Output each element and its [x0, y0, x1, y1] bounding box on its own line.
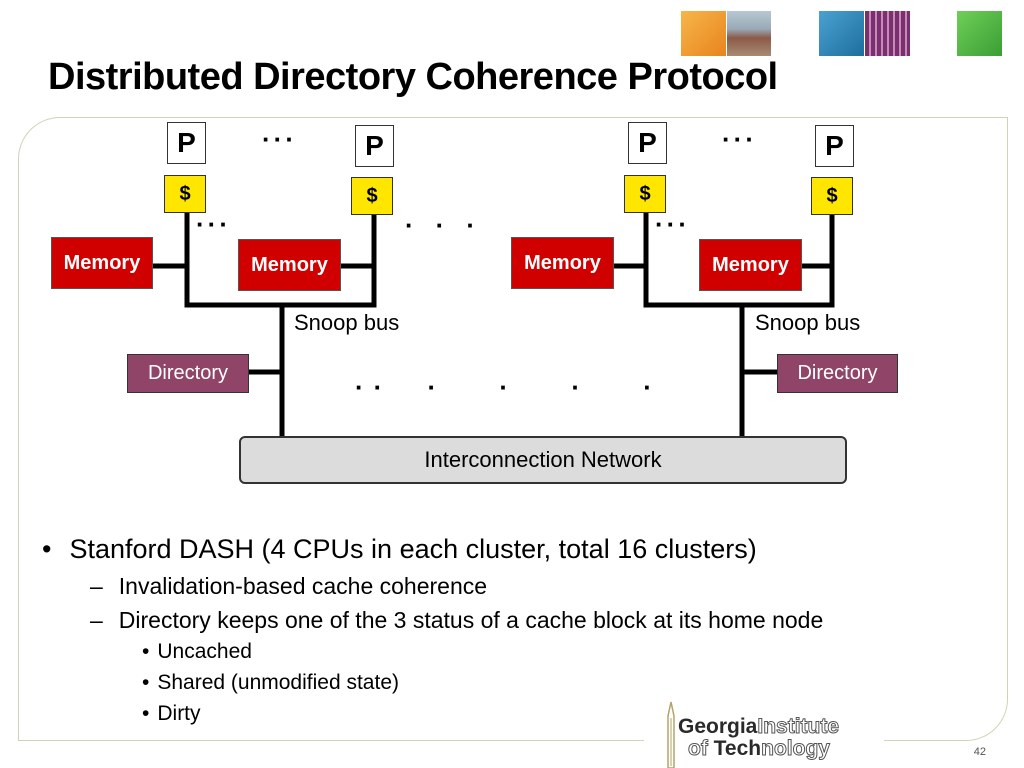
memory-box: Memory: [238, 239, 341, 291]
ellipsis-dots: ···: [722, 124, 757, 154]
cache-box: $: [351, 177, 393, 215]
processor-box: P: [167, 122, 206, 164]
orange-tile: [681, 11, 726, 56]
directory-box: Directory: [777, 354, 898, 393]
blue-tile: [819, 11, 864, 56]
bullet-marker: •: [42, 534, 52, 564]
snoop-bus-label: Snoop bus: [294, 310, 400, 335]
sub-bullet-item: –Invalidation-based cache coherence: [90, 573, 487, 600]
ellipsis-dots: ···: [196, 209, 231, 239]
bullet-marker: •: [142, 640, 150, 663]
logo-word: nology: [761, 737, 831, 760]
bullet-text: Directory keeps one of the 3 status of a…: [118, 607, 824, 633]
cache-box: $: [624, 175, 666, 213]
bullet-text: Dirty: [157, 702, 201, 725]
logo-line-2: of Technology: [688, 737, 831, 760]
logo-word: of: [688, 737, 714, 760]
sub-sub-bullet-item: • Uncached: [142, 640, 252, 664]
green-tile: [957, 11, 1002, 56]
georgia-tech-logo: GeorgiaInstitute of Technology: [644, 700, 884, 768]
logo-line-1: GeorgiaInstitute: [678, 715, 840, 738]
cache-box: $: [811, 177, 853, 215]
dash-marker: –: [90, 573, 103, 599]
logo-word: Tech: [713, 737, 762, 760]
ellipsis-dots: ···: [405, 210, 497, 240]
snoop-bus-label: Snoop bus: [755, 310, 861, 335]
memory-box: Memory: [511, 237, 614, 289]
sub-sub-bullet-item: • Shared (unmodified state): [142, 671, 399, 695]
ellipsis-dots: ···: [262, 124, 297, 154]
ellipsis-dots: ·· · · · ·: [355, 372, 680, 402]
slide-title: Distributed Directory Coherence Protocol: [48, 56, 778, 98]
cache-box: $: [164, 175, 206, 213]
photo-tile: [727, 11, 771, 56]
bullet-marker: •: [142, 671, 150, 694]
interconnection-network: Interconnection Network: [239, 436, 847, 484]
circuit-tile: [865, 11, 910, 56]
processor-box: P: [355, 125, 394, 167]
memory-box: Memory: [51, 237, 153, 289]
sub-sub-bullet-item: • Dirty: [142, 702, 201, 726]
sub-bullet-item: –Directory keeps one of the 3 status of …: [90, 607, 823, 634]
logo-word: Georgia: [678, 715, 758, 738]
page-number: 42: [973, 746, 986, 758]
bullet-text: Uncached: [157, 640, 252, 663]
memory-box: Memory: [699, 239, 802, 291]
bullet-text: Shared (unmodified state): [157, 671, 399, 694]
bullet-item: • Stanford DASH (4 CPUs in each cluster, …: [42, 534, 757, 565]
tower-icon: [667, 701, 675, 768]
processor-box: P: [628, 122, 667, 164]
logo-word: Institute: [757, 715, 840, 738]
processor-box: P: [815, 125, 854, 167]
bullet-marker: •: [142, 702, 150, 725]
directory-box: Directory: [127, 354, 249, 393]
bullet-text: Invalidation-based cache coherence: [118, 573, 488, 599]
dash-marker: –: [90, 607, 103, 633]
bullet-text: Stanford DASH (4 CPUs in each cluster, t…: [69, 534, 757, 564]
content-frame: [18, 117, 1008, 741]
ellipsis-dots: ···: [655, 209, 690, 239]
